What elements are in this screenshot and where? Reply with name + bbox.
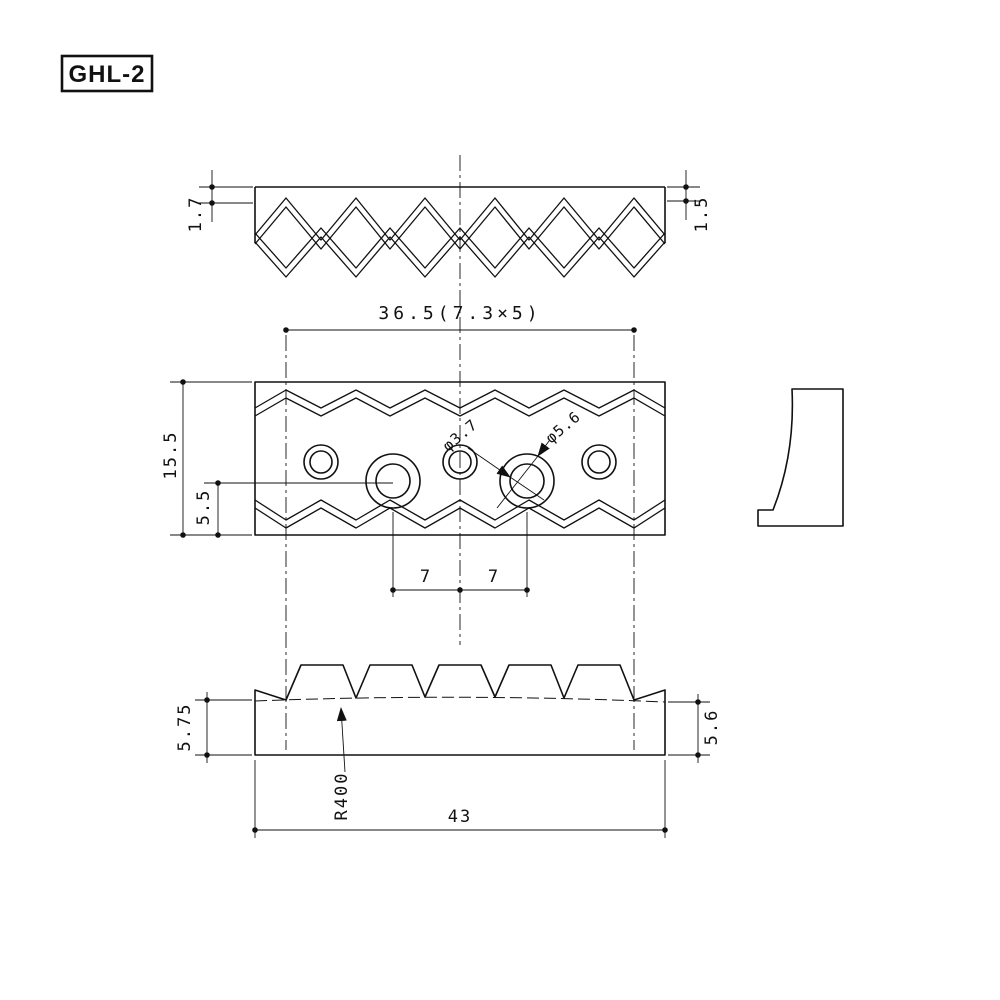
- front-view-body: [254, 381, 666, 536]
- clamp-screw-holes: [303, 444, 617, 480]
- dim-bottom-radius: R400: [332, 772, 352, 821]
- centerlines: [285, 155, 635, 750]
- dim-lines-5-6: [668, 694, 710, 763]
- clamp-hole-right-inner: [587, 450, 611, 474]
- dim-overall-width: 43: [448, 807, 472, 827]
- dim-top-left-height: 1.7: [186, 196, 206, 233]
- bottom-view: [254, 664, 666, 756]
- dimension-terminator-dots: [180, 184, 701, 833]
- dim-bottom-left-height: 5.75: [175, 703, 195, 752]
- dim-hole-pitch-right: 7: [488, 567, 500, 587]
- radius-leader: [336, 707, 347, 773]
- part-number-label: GHL-2: [69, 61, 146, 88]
- leader-small-dia-arrow: [467, 447, 511, 478]
- mounting-hole-right-counterbore: [499, 453, 555, 509]
- dim-hole-center-height: 5.5: [194, 489, 214, 526]
- top-view-upper-serration-echo: [254, 206, 666, 250]
- hole-diameter-leaders: [467, 440, 550, 509]
- dim-top-right-height: 1.5: [692, 196, 712, 233]
- mounting-hole-left-counterbore: [365, 453, 421, 509]
- dim-lines-5-75: [195, 692, 252, 763]
- front-bottom-serration-echo: [254, 499, 666, 521]
- clamp-hole-center-outer: [442, 444, 478, 480]
- dim-hole-dia-small: φ3.7: [439, 415, 481, 455]
- top-view-lower-serration-echo: [254, 227, 666, 269]
- dim-string-spread: 36.5(7.3×5): [378, 303, 541, 324]
- leader-small-dia-tail: [509, 476, 545, 501]
- leader-counterbore-arrow: [537, 440, 550, 457]
- dimensions: 1.7 1.5 36.5(7.3×5) 15.5: [161, 170, 722, 838]
- front-bottom-serration: [254, 507, 666, 529]
- clamp-hole-left-inner: [309, 450, 333, 474]
- part-number-frame: [60, 54, 154, 93]
- dim-lines-43: [254, 760, 666, 838]
- side-view: [757, 388, 844, 527]
- dim-bottom-right-height: 5.6: [702, 709, 722, 746]
- mounting-hole-left-through: [375, 463, 411, 499]
- top-view-lower-serration: [254, 236, 666, 278]
- mounting-holes: [365, 453, 555, 509]
- dim-hole-pitch-left: 7: [420, 567, 432, 587]
- dim-total-height: 15.5: [161, 431, 181, 480]
- bottom-view-body: [254, 664, 666, 756]
- dim-lines-1-7: [199, 170, 253, 222]
- clamp-hole-right-outer: [581, 444, 617, 480]
- front-top-serration: [254, 389, 666, 409]
- clamp-hole-center-inner: [448, 450, 472, 474]
- clamp-hole-left-outer: [303, 444, 339, 480]
- crown-radius-arc: [254, 696, 666, 703]
- dim-counterbore-dia: φ5.6: [542, 407, 584, 447]
- side-profile: [757, 388, 844, 527]
- dim-lines-5-5: [204, 482, 393, 535]
- leader-counterbore-tail: [496, 455, 539, 509]
- front-top-serration-echo: [254, 397, 666, 417]
- part-number-box: GHL-2: [60, 54, 154, 93]
- top-view: [254, 186, 666, 278]
- mounting-hole-right-through: [509, 463, 545, 499]
- top-view-upper-serration: [254, 197, 666, 241]
